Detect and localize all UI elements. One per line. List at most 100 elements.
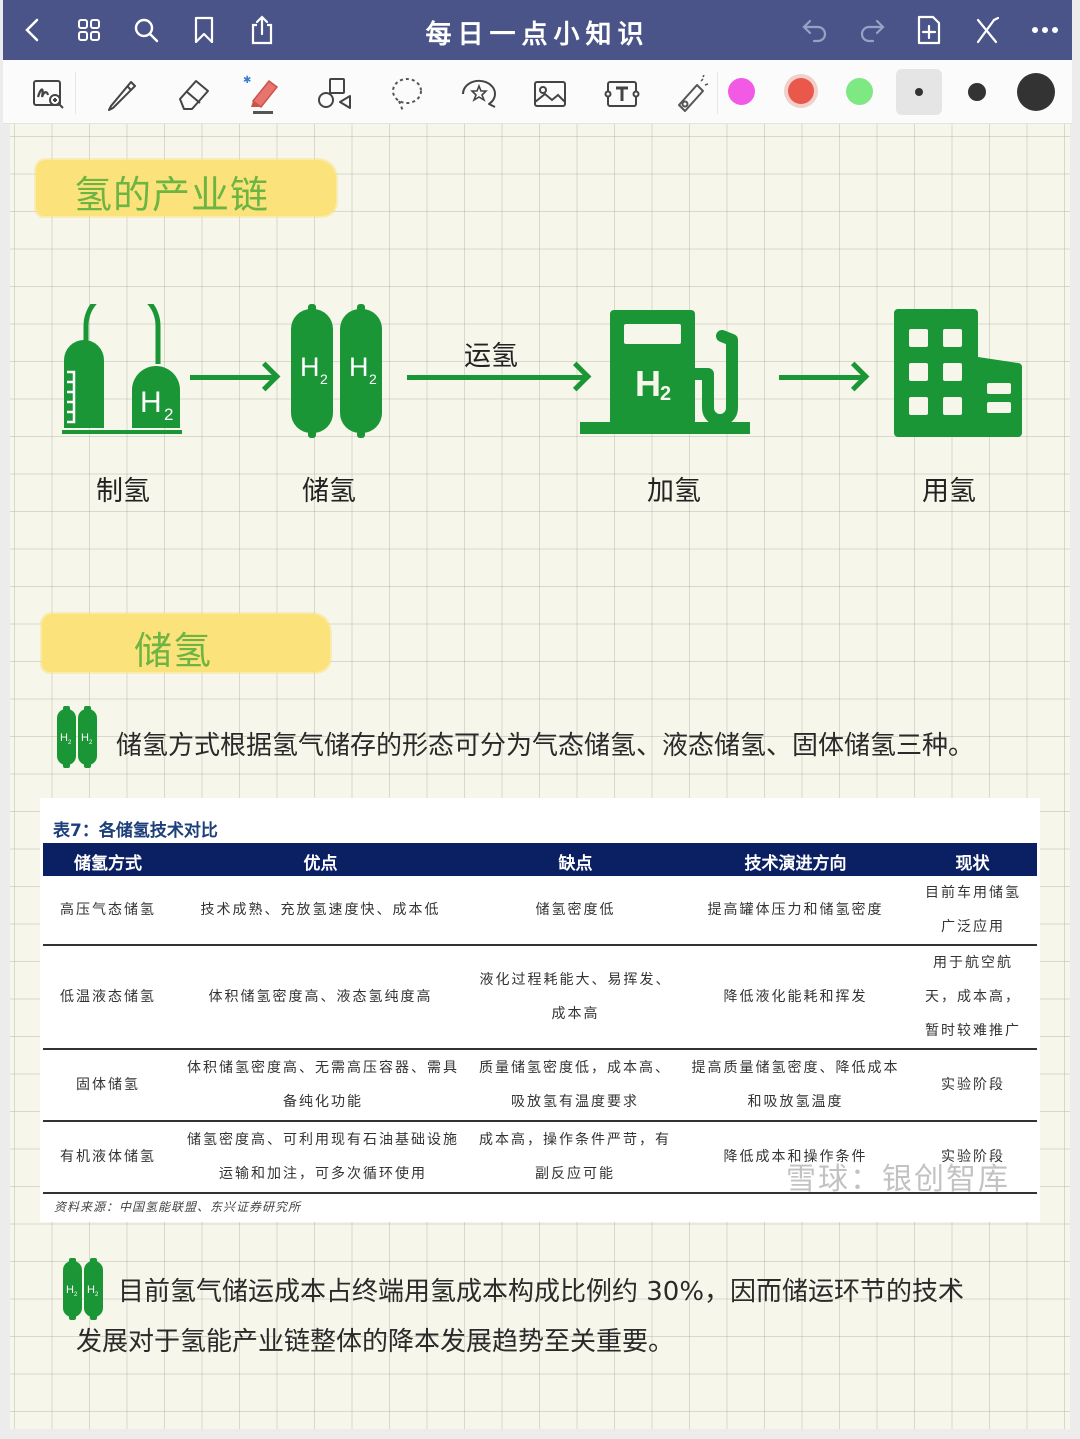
header-method: 储氢方式 [74, 854, 142, 874]
header-direction: 技术演进方向 [744, 854, 847, 874]
svg-text:2: 2 [89, 740, 93, 746]
section-title-industry-chain: 氢的产业链 [74, 173, 270, 217]
redo-icon[interactable] [856, 14, 888, 46]
cell-pros: 技术成熟、充放氢速度快、成本低 [200, 902, 441, 918]
cell-pros: 体积储氢密度高、液态氢纯度高 [208, 989, 433, 1005]
more-icon[interactable] [1029, 14, 1061, 46]
hydrogen-production-icon: H 2 [62, 287, 187, 438]
add-page-icon[interactable] [913, 14, 945, 46]
laser-pointer-icon[interactable] [671, 74, 711, 114]
svg-text:2: 2 [68, 740, 72, 746]
svg-text:2: 2 [164, 405, 173, 424]
chain-label-production: 制氢 [96, 476, 150, 507]
cell-cons: 储氢密度低 [535, 902, 616, 918]
sticker-icon[interactable] [459, 74, 499, 114]
size-dot-medium[interactable] [968, 83, 986, 101]
cell-direction: 降低液化能耗和挥发 [723, 989, 868, 1005]
size-dot-large[interactable] [1017, 73, 1055, 111]
building-icon [894, 309, 1024, 443]
svg-text:H: H [87, 1284, 95, 1296]
cell-status: 实验阶段 [941, 1149, 1005, 1165]
color-swatch-red-selected[interactable] [784, 74, 818, 108]
arrow-production-to-storage [190, 375, 274, 380]
close-icon[interactable] [971, 14, 1003, 46]
svg-text:2: 2 [74, 1292, 78, 1298]
cell-status: 用于航空航天，成本高，暂时较难推广 [925, 955, 1021, 1039]
svg-text:2: 2 [320, 371, 328, 387]
undo-icon[interactable] [799, 14, 831, 46]
svg-text:2: 2 [95, 1292, 99, 1298]
zoom-writing-icon[interactable] [29, 74, 69, 114]
header-status: 现状 [955, 854, 990, 874]
svg-text:H: H [349, 352, 369, 382]
cell-status: 目前车用储氢广泛应用 [925, 885, 1021, 935]
selected-check-icon [788, 78, 814, 104]
size-small-selected[interactable] [896, 69, 942, 115]
cost-text-line2: 发展对于氢能产业链整体的降本发展趋势至关重要。 [76, 1327, 675, 1357]
svg-text:H: H [140, 386, 162, 419]
hydrogen-tanks-icon: H 2 H 2 [291, 304, 387, 444]
cell-status: 实验阶段 [941, 1077, 1005, 1093]
cell-method: 固体储氢 [76, 1077, 140, 1093]
search-icon[interactable] [130, 14, 162, 46]
shapes-icon[interactable] [315, 74, 355, 114]
transport-label: 运氢 [464, 341, 518, 372]
cell-direction: 提高罐体压力和储氢密度 [707, 902, 884, 918]
color-swatch-green[interactable] [846, 78, 873, 105]
cell-cons: 质量储氢密度低，成本高、吸放氢有温度要求 [479, 1060, 671, 1110]
cell-method: 高压气态储氢 [60, 902, 156, 918]
table-row: 高压气态储氢 技术成熟、充放氢速度快、成本低 储氢密度低 提高罐体压力和储氢密度… [43, 876, 1037, 946]
image-icon[interactable] [530, 74, 570, 114]
pen-icon[interactable] [101, 74, 141, 114]
table-header-row: 储氢方式 优点 缺点 技术演进方向 现状 [43, 843, 1037, 876]
app-title: 每日一点小知识 [425, 20, 650, 50]
color-swatch-magenta[interactable] [728, 78, 755, 105]
grid-icon[interactable] [73, 14, 105, 46]
cell-method: 有机液体储氢 [60, 1149, 156, 1165]
table-row: 固体储氢 体积储氢密度高、无需高压容器、需具备纯化功能 质量储氢密度低，成本高、… [43, 1050, 1037, 1122]
storage-comparison-table: 表7：各储氢技术对比 储氢方式 优点 缺点 技术演进方向 现状 高压气态储氢 技… [40, 798, 1040, 1222]
svg-text:H: H [66, 1284, 74, 1296]
text-icon[interactable] [602, 74, 642, 114]
table-source: 资料来源：中国氢能联盟、东兴证券研究所 [54, 1200, 302, 1214]
svg-text:H: H [60, 732, 68, 744]
eraser-icon[interactable] [173, 74, 213, 114]
notebook-page[interactable]: 氢的产业链 H 2 H 2 H 2 运氢 [10, 124, 1070, 1429]
arrow-storage-to-station [407, 375, 585, 380]
table-row: 有机液体储氢 储氢密度高、可利用现有石油基础设施运输和加注，可多次循环使用 成本… [43, 1122, 1037, 1194]
cell-pros: 体积储氢密度高、无需高压容器、需具备纯化功能 [187, 1060, 459, 1110]
cell-cons: 成本高，操作条件严苛，有副反应可能 [479, 1132, 671, 1182]
back-icon[interactable] [17, 14, 49, 46]
lasso-icon[interactable] [387, 74, 427, 114]
svg-text:H: H [635, 363, 661, 404]
header-pros: 优点 [303, 854, 338, 874]
highlighter-icon[interactable]: ✱ [243, 74, 283, 114]
bookmark-icon[interactable] [188, 14, 220, 46]
chain-label-refueling: 加氢 [647, 476, 701, 507]
cell-method: 低温液态储氢 [60, 989, 156, 1005]
cell-direction: 提高质量储氢密度、降低成本和吸放氢温度 [691, 1060, 900, 1110]
share-icon[interactable] [246, 14, 278, 46]
svg-text:H: H [81, 732, 89, 744]
watermark: 雪球：银创智库 [786, 1162, 1010, 1197]
svg-text:2: 2 [369, 371, 377, 387]
chain-label-usage: 用氢 [922, 476, 976, 507]
drawing-toolbar: ✱ [3, 60, 1072, 124]
arrow-station-to-use [779, 375, 863, 380]
svg-text:H: H [300, 352, 320, 382]
table-caption: 表7：各储氢技术对比 [53, 821, 218, 841]
size-dot-small [915, 88, 923, 96]
svg-text:✱: ✱ [243, 75, 251, 86]
top-nav-bar: 每日一点小知识 [3, 0, 1072, 60]
chain-label-storage: 储氢 [302, 476, 356, 507]
cell-direction: 降低成本和操作条件 [723, 1149, 868, 1165]
svg-text:2: 2 [660, 383, 671, 405]
cost-text-line1: 目前氢气储运成本占终端用氢成本构成比例约 30%，因而储运环节的技术 [118, 1277, 965, 1307]
section-title-storage: 储氢 [134, 629, 213, 673]
cell-pros: 储氢密度高、可利用现有石油基础设施运输和加注，可多次循环使用 [187, 1132, 459, 1182]
hydrogen-station-icon: H 2 [580, 310, 752, 440]
header-cons: 缺点 [558, 854, 593, 874]
section-title-highlight [42, 614, 330, 672]
